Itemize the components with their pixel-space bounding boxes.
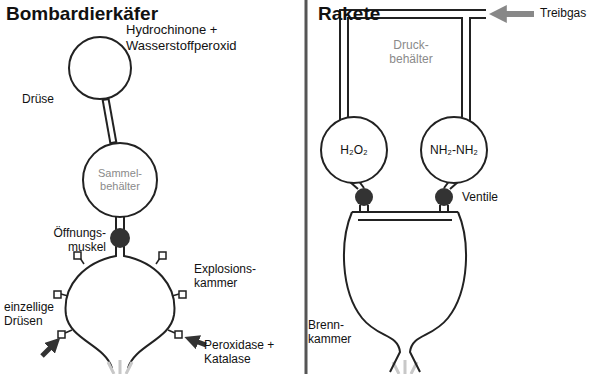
part-label: Öffnungs- muskel [28, 226, 106, 255]
part-label: einzellige Drüsen [4, 300, 62, 329]
panel-title: Bombardierkäfer [6, 4, 206, 25]
node-text: H₂O₂ [340, 143, 367, 157]
part-label: Drüse [22, 92, 72, 106]
valve [435, 188, 453, 206]
gas-arrow [496, 11, 534, 17]
container-circle: Sammel- behälter [82, 142, 158, 218]
part-label: Ventile [462, 190, 532, 204]
container-circle: NH₂-NH₂ [420, 116, 488, 184]
gland-cells [54, 252, 186, 338]
gland-duct [105, 99, 113, 144]
exhaust-arrows [108, 360, 417, 374]
part-label: Brenn- kammer [308, 318, 360, 347]
container-circle: Hydrochinone + Wasserstoffperoxid [68, 36, 132, 100]
node-text: Hydrochinone + Wasserstoffperoxid [126, 22, 291, 53]
part-label: Explosions- kammer [194, 262, 284, 291]
part-label: Treibgas [540, 6, 610, 20]
part-label: Druck- behälter [376, 38, 446, 67]
container-circle: H₂O₂ [320, 116, 388, 184]
part-label: Peroxidase + Katalase [204, 338, 300, 367]
opening-muscle [110, 228, 130, 248]
panel-divider [305, 0, 308, 374]
valve [355, 188, 373, 206]
node-text: NH₂-NH₂ [430, 143, 478, 157]
panel-title: Rakete [318, 4, 438, 25]
node-text: Sammel- behälter [86, 167, 154, 193]
pointer-arrow [42, 342, 56, 356]
pointer-arrow [190, 339, 206, 345]
